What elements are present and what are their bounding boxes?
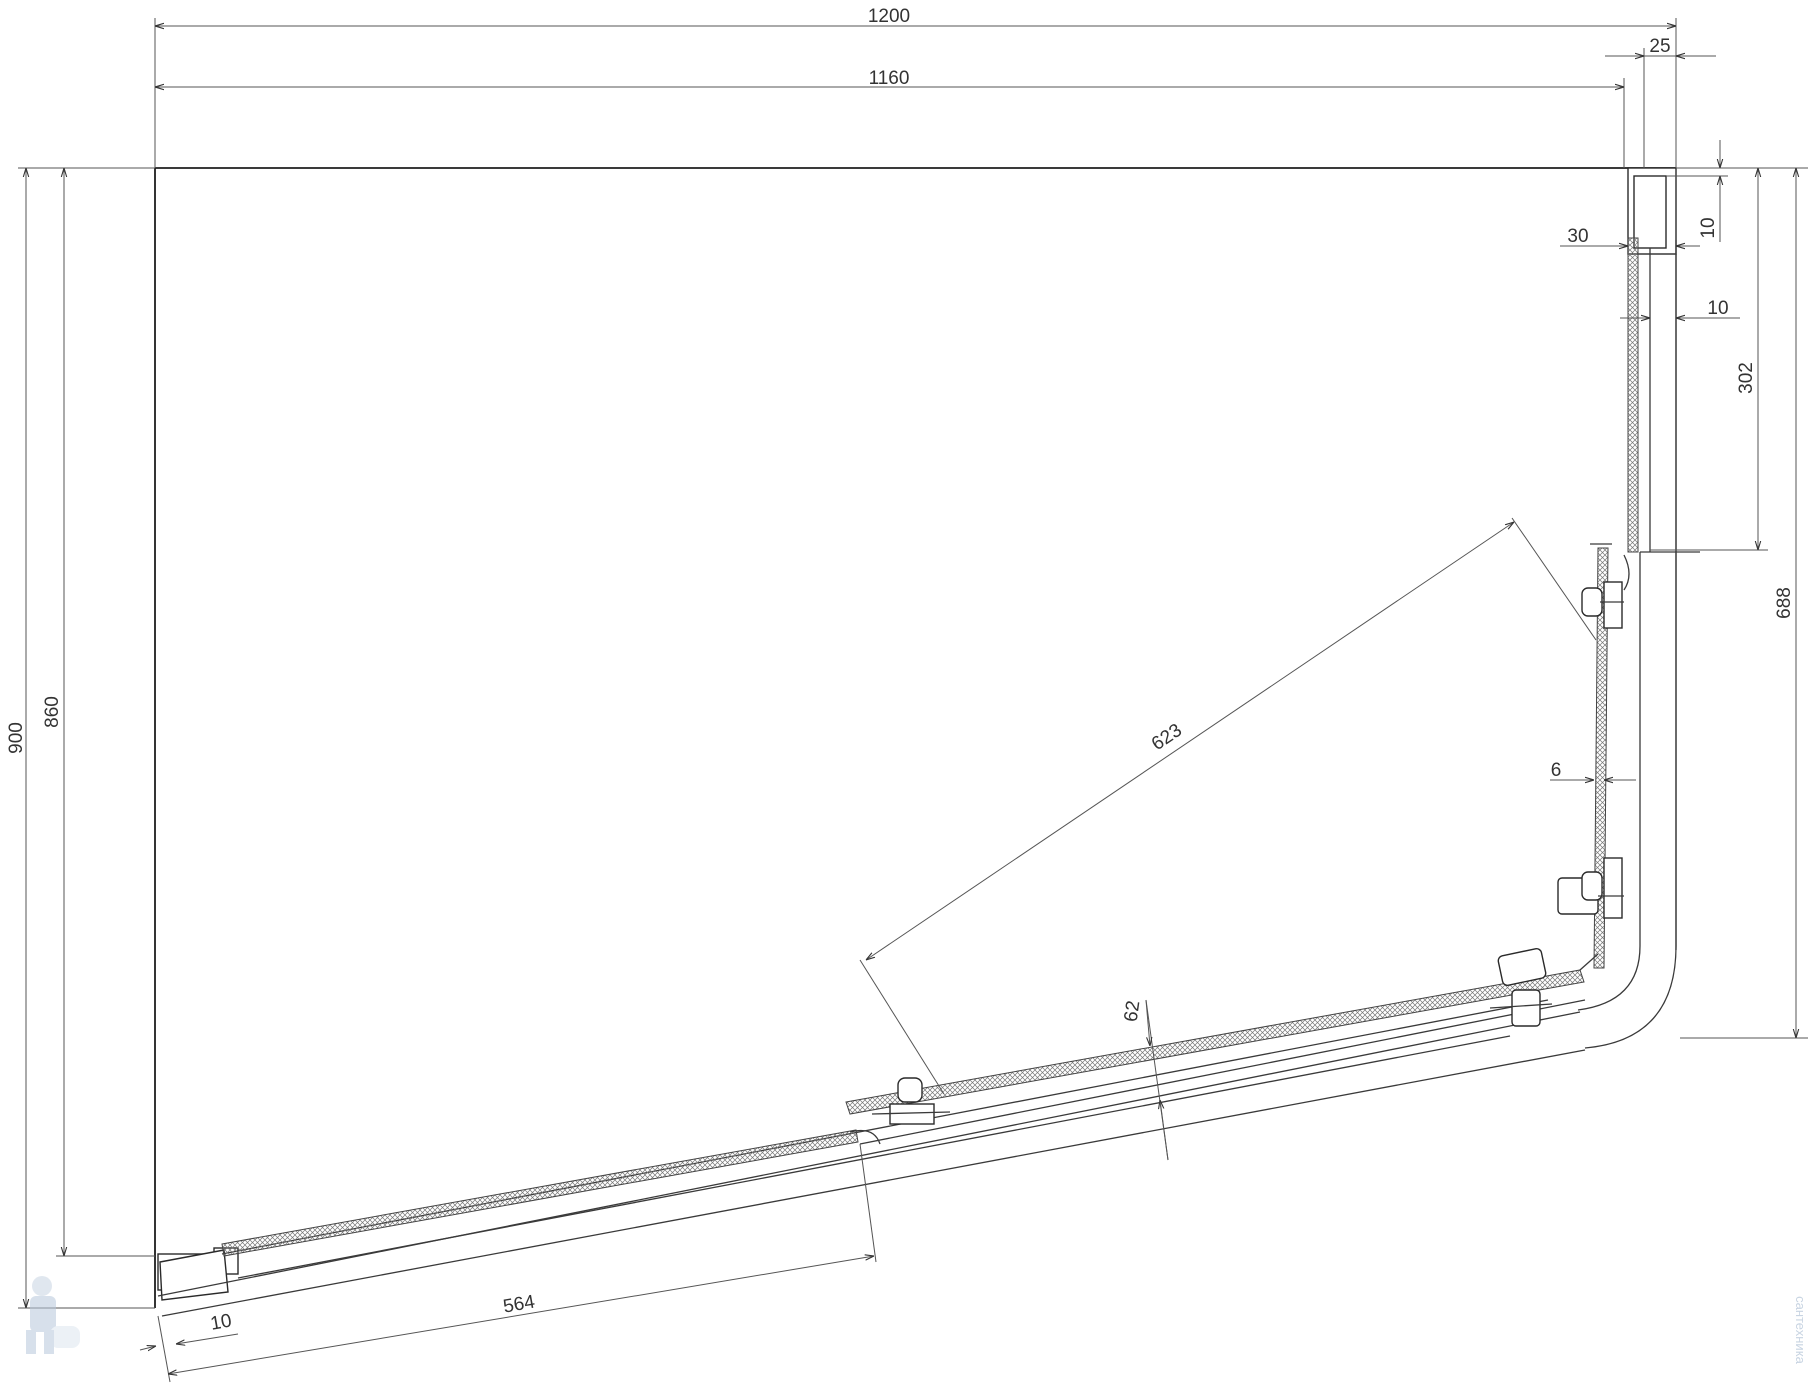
dimension-bottom-length-label: 564 xyxy=(502,1291,537,1317)
watermark-text: сантехника xyxy=(1793,1296,1808,1365)
right-wall-profile xyxy=(1577,167,1700,1049)
dimension-width-inner-label: 1160 xyxy=(869,68,910,89)
dimension-profile-width-label: 25 xyxy=(1649,36,1670,57)
dimension-right-offset: 10 xyxy=(1620,298,1740,319)
bottom-sliding-door-glass xyxy=(845,969,1585,1115)
dimension-height-inner-label: 860 xyxy=(42,696,63,728)
right-fixed-glass xyxy=(1627,237,1639,553)
roller-bottom-left xyxy=(871,1077,951,1125)
dimension-height-right-label: 688 xyxy=(1774,587,1795,619)
bottom-fixed-glass xyxy=(221,1129,859,1257)
roller-lower-right xyxy=(1557,857,1624,919)
dimension-height-total: 900 xyxy=(6,167,155,1309)
dimension-height-inner: 860 xyxy=(42,168,155,1257)
roller-upper-right xyxy=(1581,581,1624,629)
dimension-profile-width: 25 xyxy=(1605,36,1716,168)
dimension-height-total-label: 900 xyxy=(6,722,27,754)
dimension-bottom-length: 564 xyxy=(157,1143,877,1383)
dimension-right-offset-label: 10 xyxy=(1707,298,1728,319)
dimension-door-diagonal: 623 xyxy=(859,517,1597,1095)
dimension-rail-depth: 62 xyxy=(1121,999,1169,1161)
dimension-width-inner: 1160 xyxy=(155,68,1625,168)
dimension-rail-depth-label: 62 xyxy=(1121,999,1145,1023)
dimension-fixed-panel: 302 xyxy=(1650,168,1768,551)
dimension-glass-gap-label: 6 xyxy=(1551,760,1562,781)
dimension-door-diagonal-label: 623 xyxy=(1148,720,1186,755)
dimension-top-offset: 30 xyxy=(1560,226,1700,247)
wall-outline xyxy=(154,167,1676,1308)
bottom-rails xyxy=(157,999,1586,1317)
dimension-width-total: 1200 xyxy=(154,6,1677,168)
plumber-mascot-icon xyxy=(26,1276,80,1354)
dimension-top-gap-label: 10 xyxy=(1698,217,1719,238)
dimension-height-right: 688 xyxy=(1676,167,1808,1039)
dimension-top-offset-label: 30 xyxy=(1567,226,1588,247)
dimension-glass-gap: 6 xyxy=(1550,760,1636,781)
dimension-bottom-offset: 10 xyxy=(139,1310,239,1350)
dimension-width-total-label: 1200 xyxy=(868,6,910,27)
dimension-top-gap: 10 xyxy=(1666,140,1728,242)
dimension-fixed-panel-label: 302 xyxy=(1736,362,1757,394)
dimension-bottom-offset-label: 10 xyxy=(209,1310,233,1334)
